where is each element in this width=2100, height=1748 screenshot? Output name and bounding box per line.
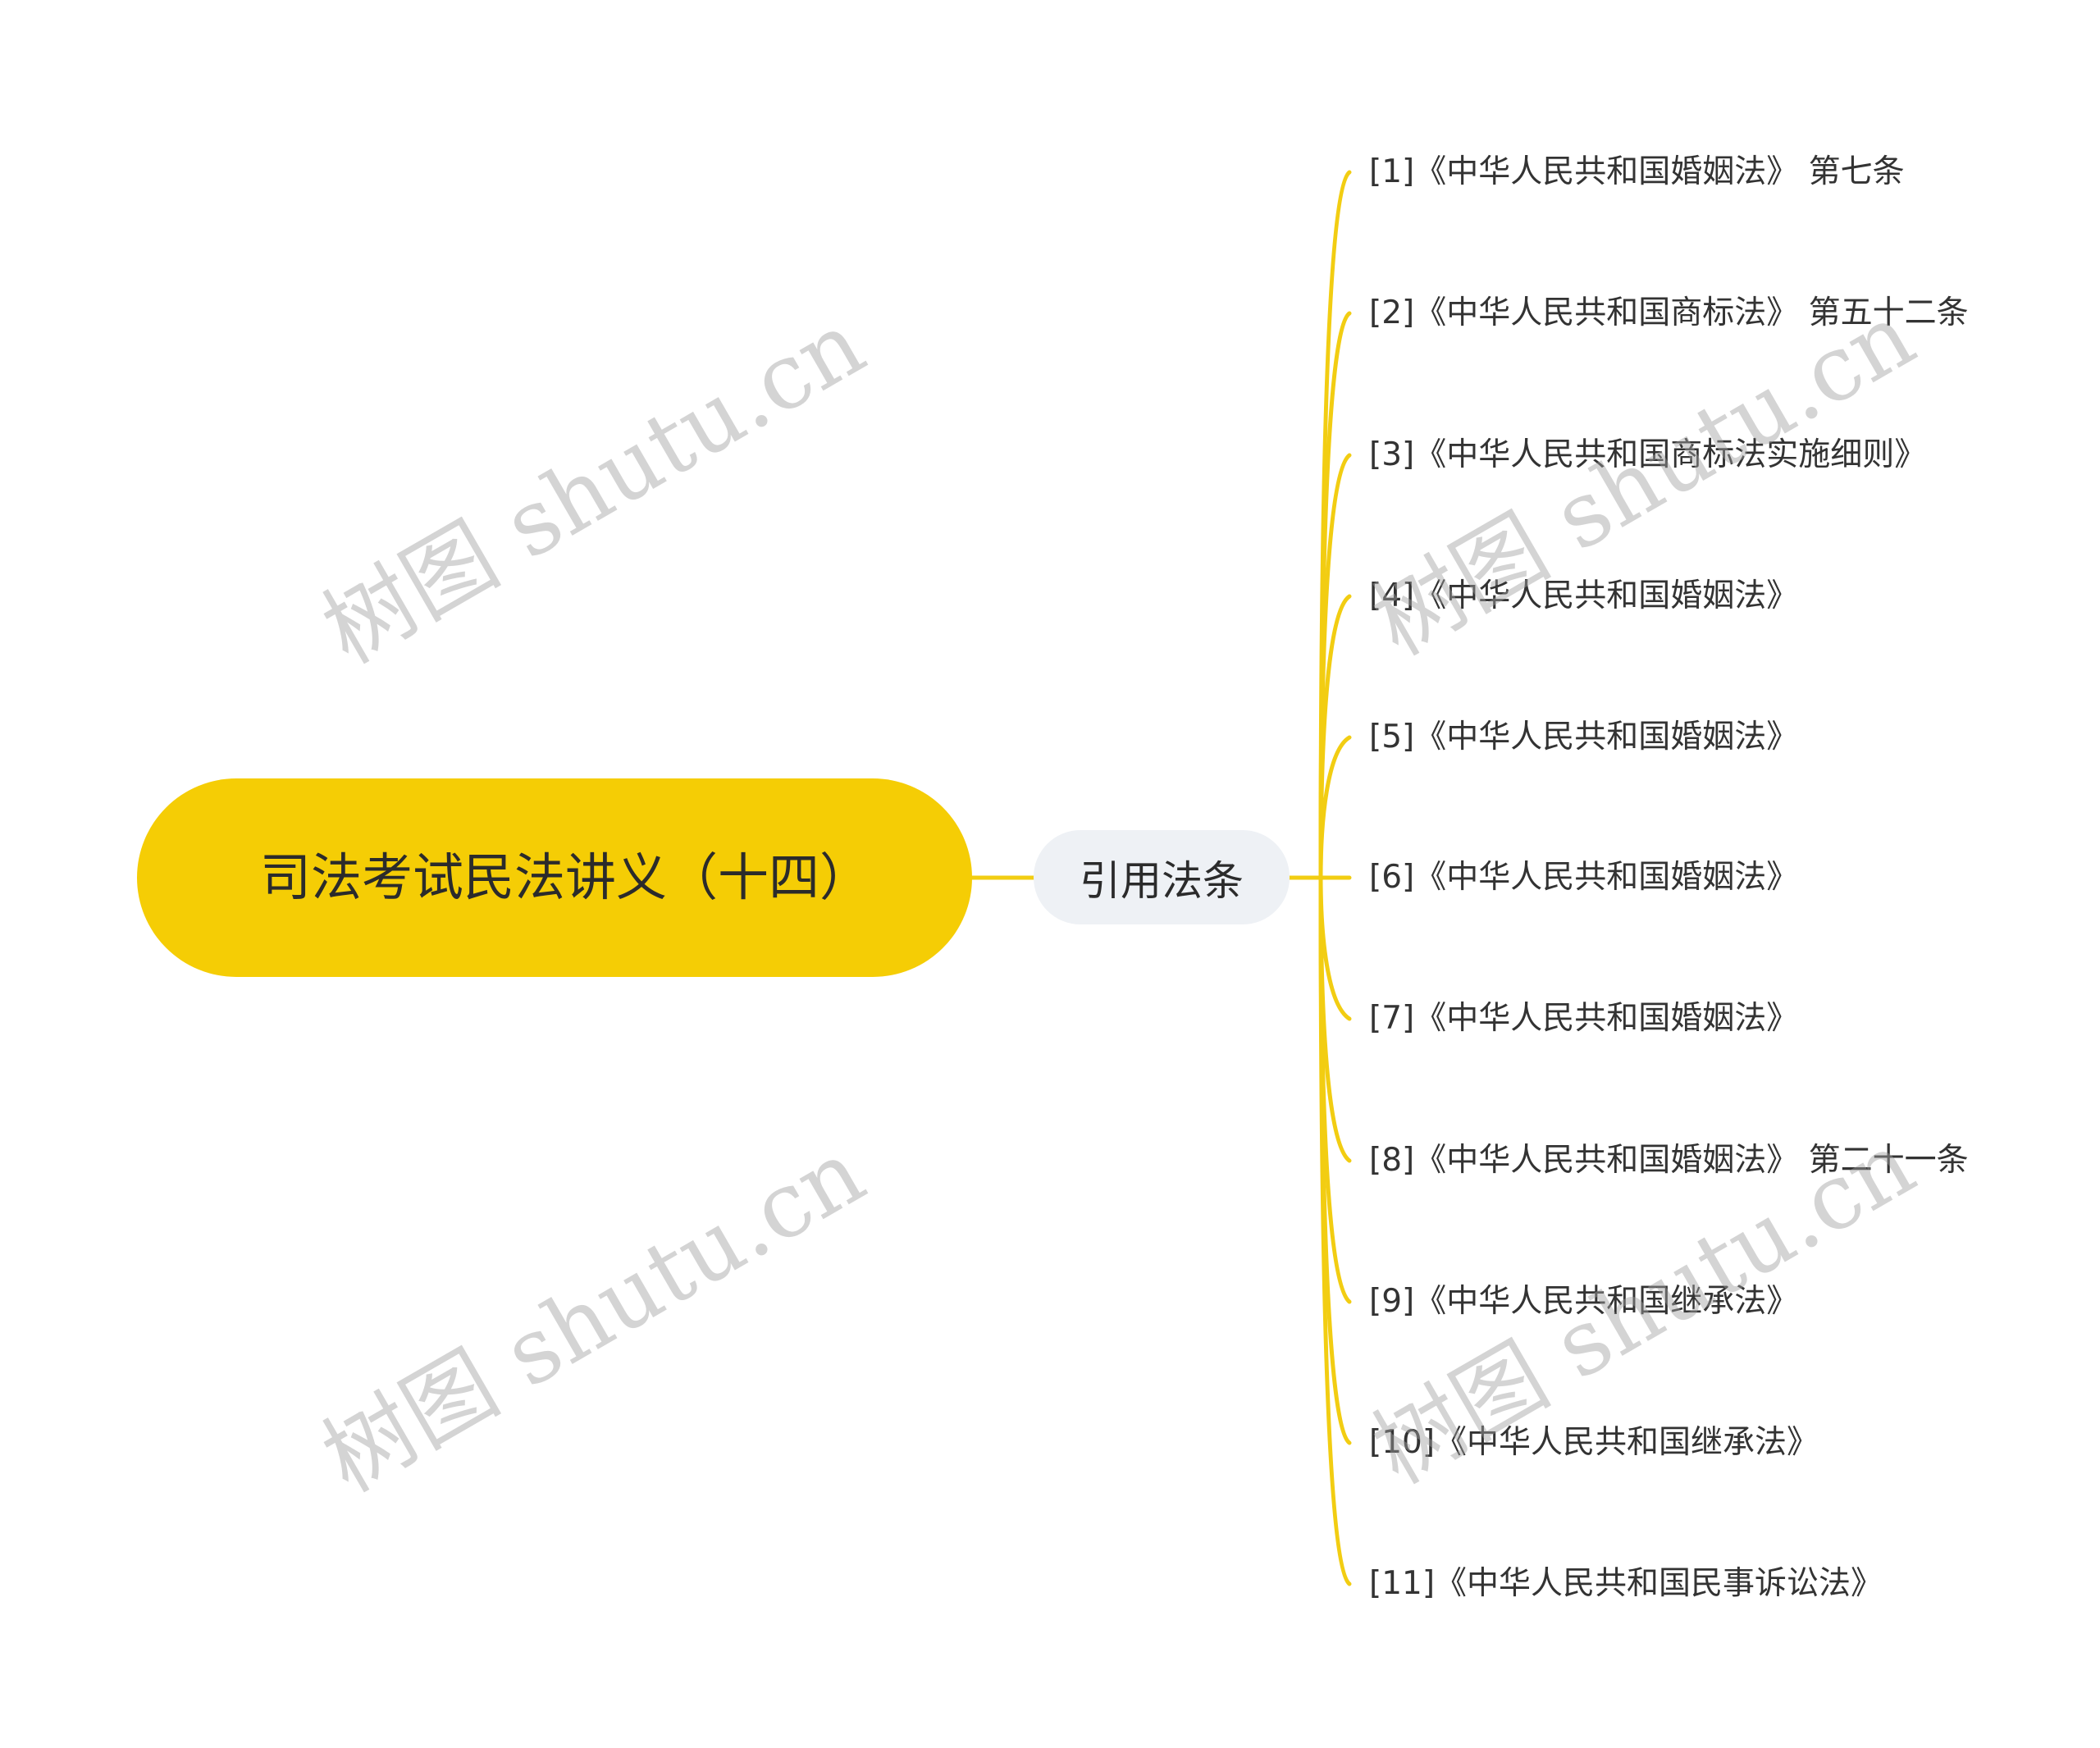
- leaf-node-5[interactable]: [5]《中华人民共和国婚姻法》: [1369, 719, 1799, 755]
- leaf-node-7[interactable]: [7]《中华人民共和国婚姻法》: [1369, 1000, 1799, 1037]
- leaf-node-1[interactable]: [1]《中华人民共和国婚姻法》 第七条: [1369, 153, 1905, 190]
- leaf-node-4[interactable]: [4]《中华人民共和国婚姻法》: [1369, 577, 1799, 614]
- root-node[interactable]: 司法考试民法讲义（十四）: [137, 778, 972, 977]
- root-node-label: 司法考试民法讲义（十四）: [260, 847, 871, 907]
- leaf-node-10[interactable]: [10]《中华人民共和国继承法》: [1369, 1424, 1819, 1461]
- leaf-node-2[interactable]: [2]《中华人民共和国商标法》 第五十二条: [1369, 294, 1969, 331]
- leaf-node-3[interactable]: [3]《中华人民共和国商标法实施细则》: [1369, 436, 1927, 473]
- leaf-node-6[interactable]: [6]《中华人民共和国婚姻法》: [1369, 859, 1799, 896]
- branch-node-cited-laws[interactable]: 引用法条: [1034, 830, 1290, 924]
- leaf-node-8[interactable]: [8]《中华人民共和国婚姻法》 第二十一条: [1369, 1142, 1969, 1179]
- leaf-node-11[interactable]: [11]《中华人民共和国民事诉讼法》: [1369, 1565, 1883, 1602]
- branch-node-label: 引用法条: [1080, 856, 1244, 905]
- leaf-node-9[interactable]: [9]《中华人民共和国继承法》: [1369, 1283, 1799, 1320]
